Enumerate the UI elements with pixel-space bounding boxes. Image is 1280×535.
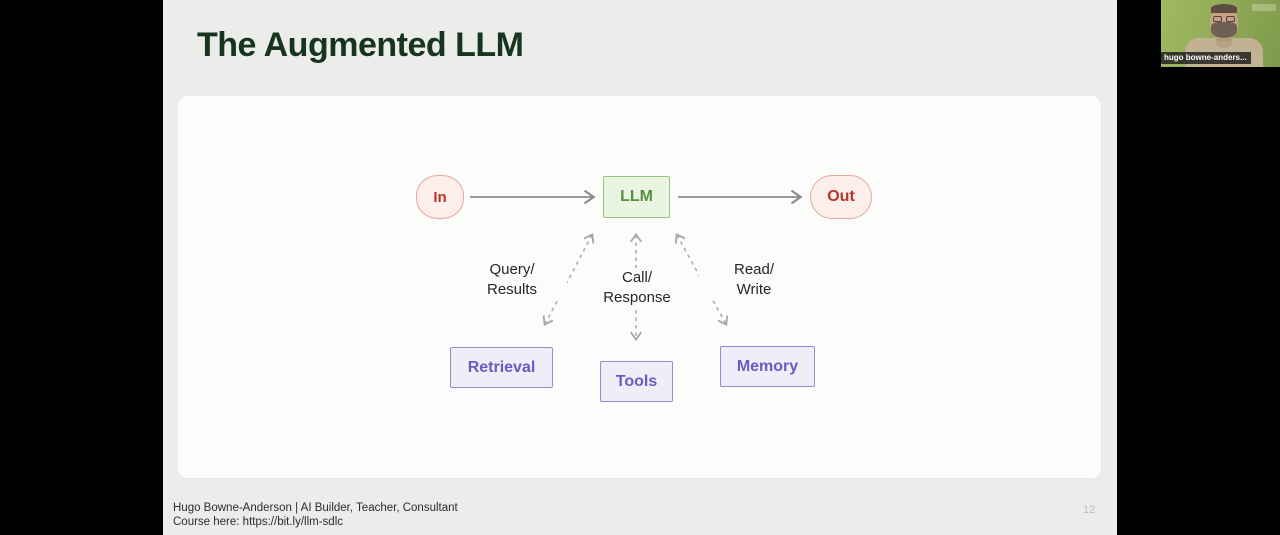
video-status-badge <box>1252 4 1276 11</box>
presenter-beard <box>1211 22 1237 38</box>
edge-label-line: Response <box>603 289 671 306</box>
diagram-canvas: In LLM Out Query/ Results Call/ Response… <box>178 96 1101 478</box>
course-link-line: Course here: https://bit.ly/llm-sdlc <box>173 516 344 528</box>
node-memory: Memory <box>720 346 815 387</box>
node-llm: LLM <box>603 176 670 218</box>
node-in: In <box>416 175 464 219</box>
edge-llm-retrieval <box>542 233 595 326</box>
flow-arrows <box>470 189 803 342</box>
webcam-video-tile[interactable]: hugo bowne-anders... <box>1161 0 1280 67</box>
author-line: Hugo Bowne-Anderson | AI Builder, Teache… <box>173 502 458 514</box>
edge-label-read-write: Read/ Write <box>699 260 809 300</box>
edge-label-query-results: Query/ Results <box>457 260 567 300</box>
edge-label-line: Write <box>736 281 772 298</box>
slide-footer: Hugo Bowne-Anderson | AI Builder, Teache… <box>173 501 458 529</box>
node-tools: Tools <box>600 361 673 402</box>
edge-llm-memory <box>674 233 729 326</box>
presenter-glasses <box>1212 16 1236 22</box>
edge-label-line: Results <box>486 281 538 298</box>
node-out: Out <box>810 175 872 219</box>
slide-title: The Augmented LLM <box>197 26 524 64</box>
presenter-collar <box>1216 38 1232 48</box>
edge-label-line: Read/ <box>733 261 775 278</box>
edge-label-line: Query/ <box>489 261 535 278</box>
participant-name-tag: hugo bowne-anders... <box>1161 52 1251 64</box>
slide-page-number: 12 <box>1083 504 1096 516</box>
node-retrieval: Retrieval <box>450 347 553 388</box>
edge-label-call-response: Call/ Response <box>582 268 692 308</box>
presenter-hair <box>1211 4 1237 13</box>
presentation-slide: The Augmented LLM <box>163 0 1117 535</box>
edge-label-line: Call/ <box>621 269 652 286</box>
